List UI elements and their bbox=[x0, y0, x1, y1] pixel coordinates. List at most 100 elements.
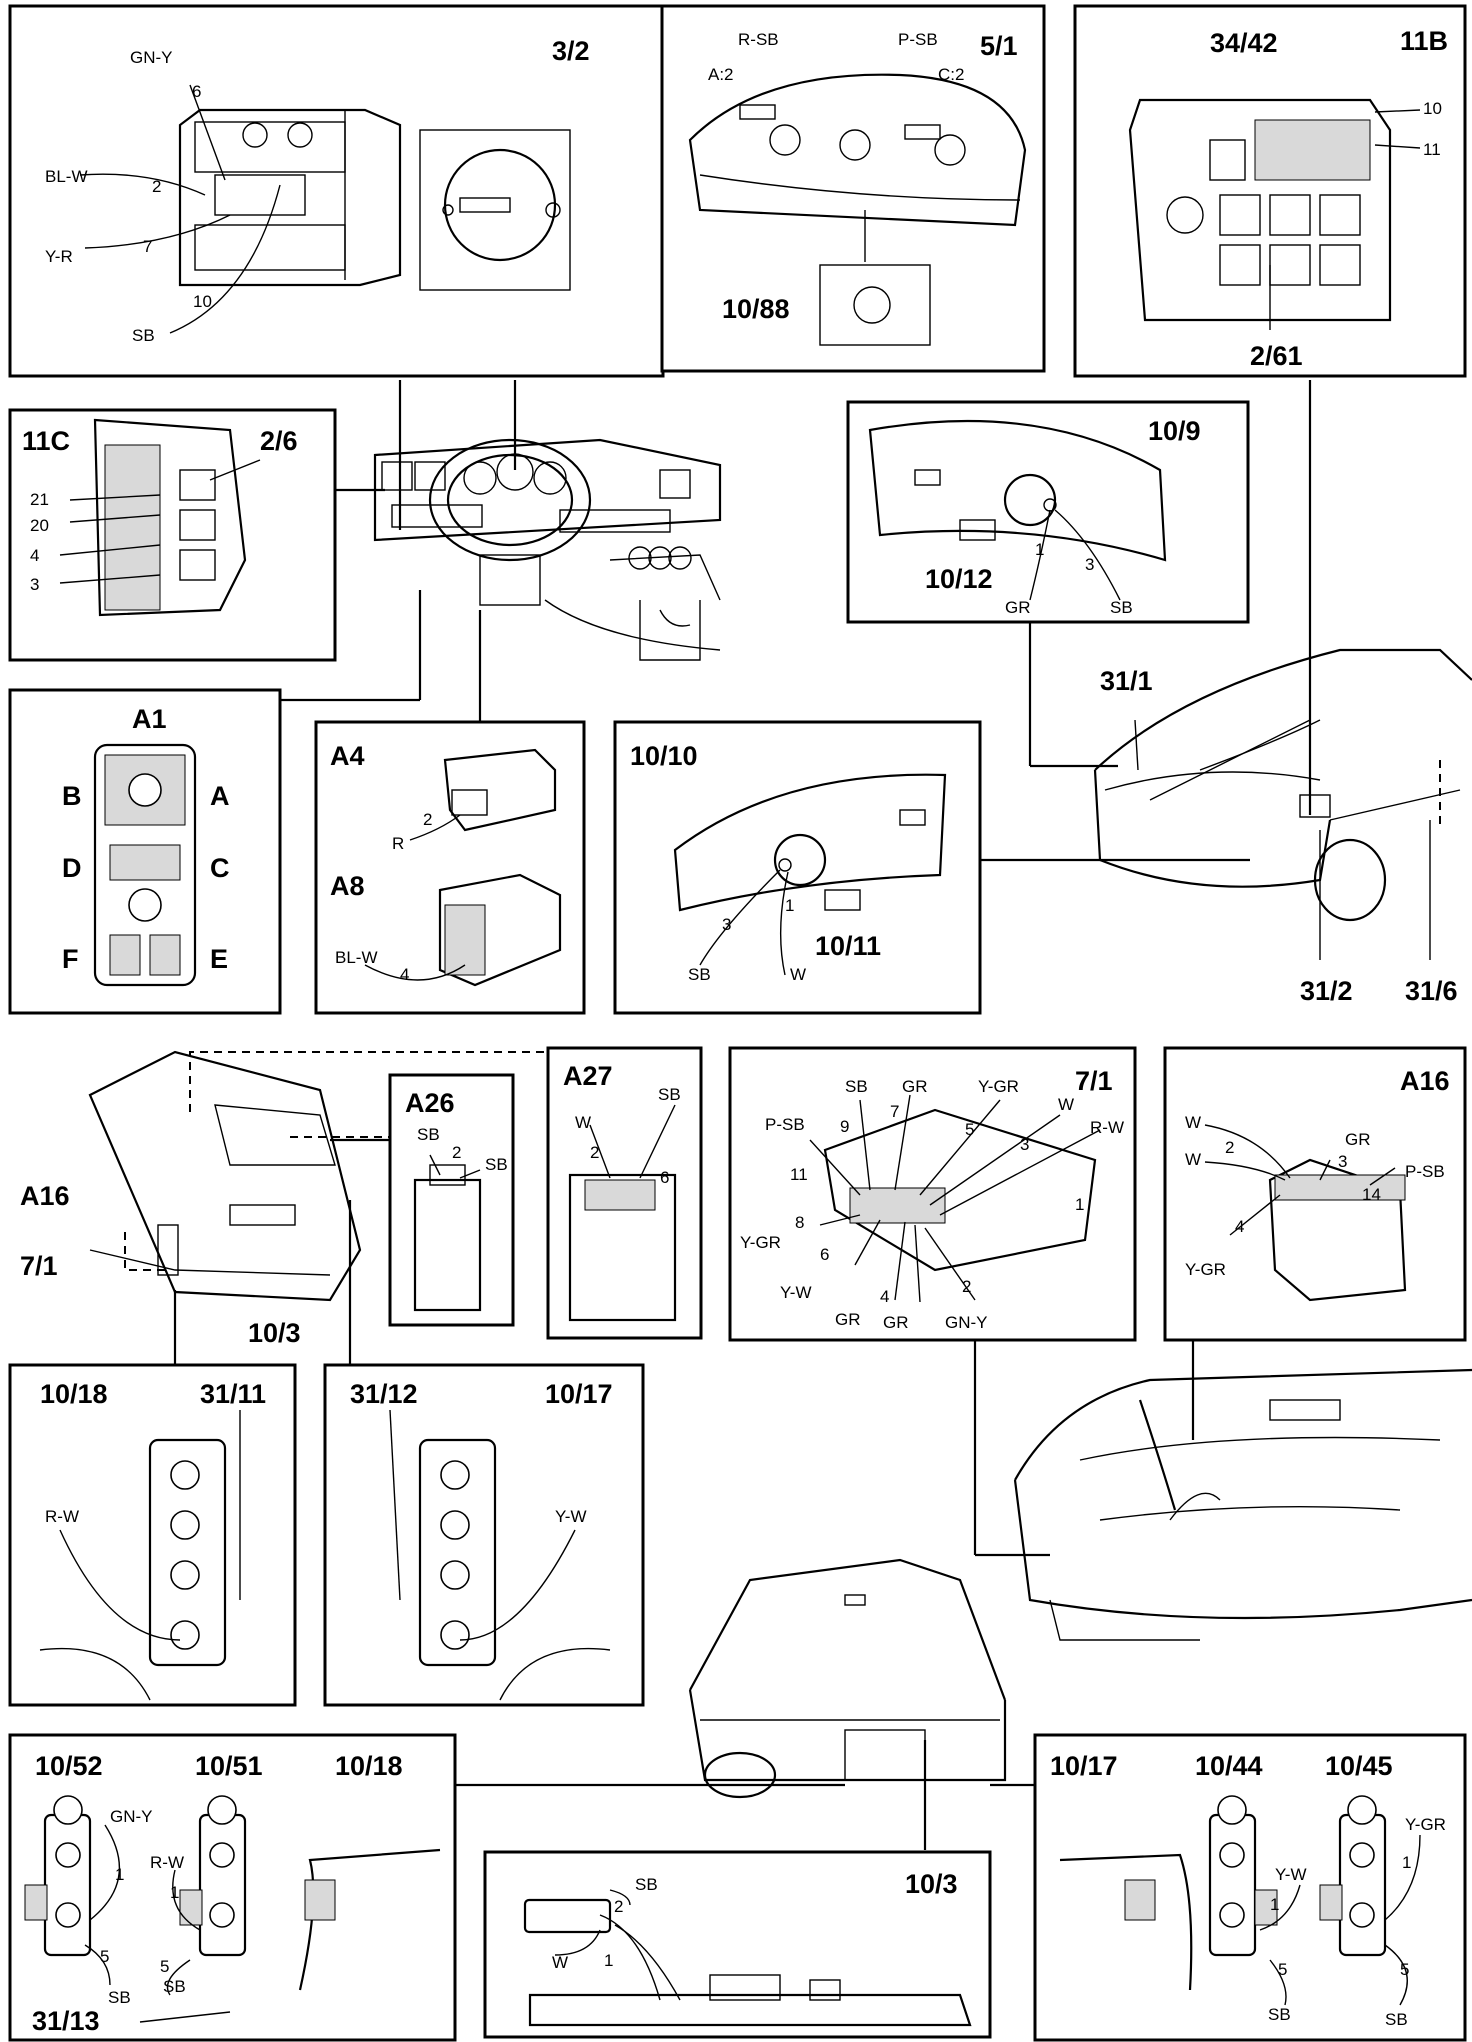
wire-label: Y-GR bbox=[978, 1077, 1019, 1096]
wire-label: R-W bbox=[1090, 1118, 1124, 1137]
wire-label: SB bbox=[1385, 2010, 1408, 2029]
component-label: 10/11 bbox=[815, 931, 881, 961]
wire-label: R-SB bbox=[738, 30, 779, 49]
pin-label: 10 bbox=[193, 292, 212, 311]
car-front-illustration: 31/1 31/2 31/6 bbox=[1093, 648, 1472, 1006]
wire-label: SB bbox=[635, 1875, 658, 1894]
panel-id: A4 bbox=[330, 741, 365, 771]
panel-id: 11C bbox=[22, 426, 70, 456]
pin-label: 6 bbox=[660, 1168, 669, 1187]
panel-id: 3/2 bbox=[552, 36, 590, 66]
wagon-rear-illustration: A16 7/1 10/3 bbox=[20, 1050, 362, 1348]
wire-label: SB bbox=[108, 1988, 131, 2007]
panel-id: A1 bbox=[132, 704, 167, 734]
pin-label: 4 bbox=[880, 1287, 889, 1306]
wire-label: W bbox=[552, 1953, 568, 1972]
panel-a26: A26 SB 2 SB bbox=[388, 1073, 515, 1327]
pin-label: A:2 bbox=[708, 65, 734, 84]
wire-label: SB bbox=[485, 1155, 508, 1174]
pin-label: 2 bbox=[590, 1143, 599, 1162]
pin-label: 8 bbox=[795, 1213, 804, 1232]
pin-label: 20 bbox=[30, 516, 49, 535]
wire-label: Y-R bbox=[45, 247, 73, 266]
pin-label: 3 bbox=[1338, 1152, 1347, 1171]
pin-label: 7 bbox=[890, 1102, 899, 1121]
wire-label: Y-GR bbox=[1185, 1260, 1226, 1279]
panel-7-1: 7/1 SB GR Y-GR P-SB W R-W 9 7 5 3 11 1 8… bbox=[728, 1046, 1137, 1342]
wire-label: GR bbox=[835, 1310, 861, 1329]
panel-rear-left: 10/52 10/51 10/18 GN-Y R-W 1 5 SB 1 5 SB… bbox=[8, 1733, 457, 2042]
pin-label: 1 bbox=[1075, 1195, 1084, 1214]
panel-10-18: 10/18 31/11 R-W bbox=[8, 1363, 297, 1707]
wire-label: GR bbox=[902, 1077, 928, 1096]
panel-id: A26 bbox=[405, 1088, 455, 1118]
panel-11c: 11C 2/6 21 20 4 3 bbox=[8, 408, 337, 662]
pin-label: 5 bbox=[1400, 1960, 1409, 1979]
wire-label: SB bbox=[688, 965, 711, 984]
panel-10-17: 31/12 10/17 Y-W bbox=[323, 1363, 645, 1707]
component-label: 31/11 bbox=[200, 1379, 266, 1409]
pin-label: C:2 bbox=[938, 65, 964, 84]
wire-label: SB bbox=[163, 1977, 186, 1996]
cavity-label: D bbox=[62, 853, 82, 883]
component-label: 10/3 bbox=[248, 1318, 301, 1348]
component-label: 31/2 bbox=[1300, 976, 1353, 1006]
component-label: 31/1 bbox=[1100, 666, 1153, 696]
pin-label: 1 bbox=[604, 1951, 613, 1970]
panel-5-1: 5/1 R-SB A:2 P-SB C:2 10/88 bbox=[660, 4, 1046, 373]
pin-label: 7 bbox=[143, 237, 152, 256]
wire-label: GN-Y bbox=[945, 1313, 988, 1332]
panel-id: 10/10 bbox=[630, 741, 698, 771]
panel-id: 10/17 bbox=[545, 1379, 613, 1409]
pin-label: 5 bbox=[965, 1120, 974, 1139]
pin-label: 4 bbox=[400, 965, 409, 984]
panel-id: 10/17 bbox=[1050, 1751, 1118, 1781]
wire-label: W bbox=[575, 1113, 591, 1132]
panel-id: 5/1 bbox=[980, 31, 1018, 61]
pin-label: 3 bbox=[1085, 555, 1094, 574]
pin-label: 2 bbox=[962, 1277, 971, 1296]
pin-label: 3 bbox=[1020, 1135, 1029, 1154]
panel-a1: A1 B A D C F E bbox=[8, 688, 282, 1015]
pin-label: 11 bbox=[1423, 140, 1441, 159]
wire-label: SB bbox=[132, 326, 155, 345]
panel-id: 7/1 bbox=[1075, 1066, 1113, 1096]
pin-label: 2 bbox=[1225, 1138, 1234, 1157]
component-label: 34/42 bbox=[1210, 28, 1278, 58]
pin-label: 2 bbox=[152, 177, 161, 196]
panel-id: A27 bbox=[563, 1061, 613, 1091]
wire-label: GR bbox=[883, 1313, 909, 1332]
pin-label: 3 bbox=[722, 915, 731, 934]
wire-label: Y-GR bbox=[1405, 1815, 1446, 1834]
component-label: 10/44 bbox=[1195, 1751, 1263, 1781]
wire-label: P-SB bbox=[898, 30, 938, 49]
panel-a16: A16 W W 2 GR 3 P-SB 14 4 Y-GR bbox=[1163, 1046, 1467, 1342]
wire-label: SB bbox=[1268, 2005, 1291, 2024]
pin-label: 1 bbox=[115, 1865, 124, 1884]
cavity-label: E bbox=[210, 944, 228, 974]
wire-label: Y-W bbox=[555, 1507, 587, 1526]
panel-3-2: 3/2 GN-Y 6 BL-W 2 7 Y-R 10 SB bbox=[8, 4, 665, 378]
wire-label: R bbox=[392, 834, 404, 853]
component-label: 2/61 bbox=[1250, 341, 1303, 371]
panel-id: A8 bbox=[330, 871, 365, 901]
wire-label: GN-Y bbox=[130, 48, 173, 67]
pin-label: 5 bbox=[160, 1957, 169, 1976]
panel-id: 10/18 bbox=[335, 1751, 403, 1781]
component-label: 2/6 bbox=[260, 426, 298, 456]
wire-label: BL-W bbox=[335, 948, 378, 967]
pin-label: 6 bbox=[820, 1245, 829, 1264]
leader-lines bbox=[124, 380, 1312, 1850]
pin-label: 2 bbox=[423, 810, 432, 829]
panel-id: A16 bbox=[1400, 1066, 1450, 1096]
pin-label: 1 bbox=[170, 1883, 179, 1902]
pin-label: 1 bbox=[1035, 540, 1044, 559]
cavity-label: A bbox=[210, 781, 230, 811]
dashboard-illustration bbox=[373, 438, 722, 661]
pin-label: 1 bbox=[1270, 1895, 1279, 1914]
cavity-label: C bbox=[210, 853, 230, 883]
pin-label: 21 bbox=[30, 490, 49, 509]
wire-label: W bbox=[1058, 1095, 1074, 1114]
pin-label: 5 bbox=[100, 1947, 109, 1966]
wire-label: GR bbox=[1345, 1130, 1371, 1149]
